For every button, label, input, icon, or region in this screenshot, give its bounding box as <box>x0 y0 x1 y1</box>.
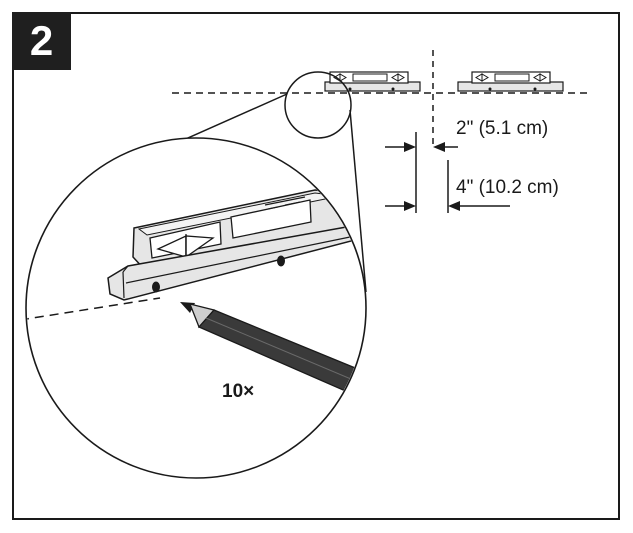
callout-line-right <box>349 109 367 293</box>
magnified-bracket-level <box>132 189 353 271</box>
step-number-badge: 2 <box>12 12 71 70</box>
dimension-outer <box>385 160 510 213</box>
quantity-label: 10× <box>222 381 254 402</box>
step-frame <box>12 12 620 520</box>
dimension-inner <box>385 132 458 213</box>
dimension-label-outer: 4" (10.2 cm) <box>456 177 559 198</box>
right-bracket-small <box>457 71 564 92</box>
left-bracket-small <box>324 71 421 92</box>
detail-callout-circle <box>284 71 352 139</box>
dimension-label-inner: 2" (5.1 cm) <box>456 118 548 139</box>
magnified-reference-line <box>27 297 161 321</box>
step-number: 2 <box>29 17 54 64</box>
mounting-hole-right <box>277 255 285 267</box>
mounting-hole-left <box>152 281 160 293</box>
